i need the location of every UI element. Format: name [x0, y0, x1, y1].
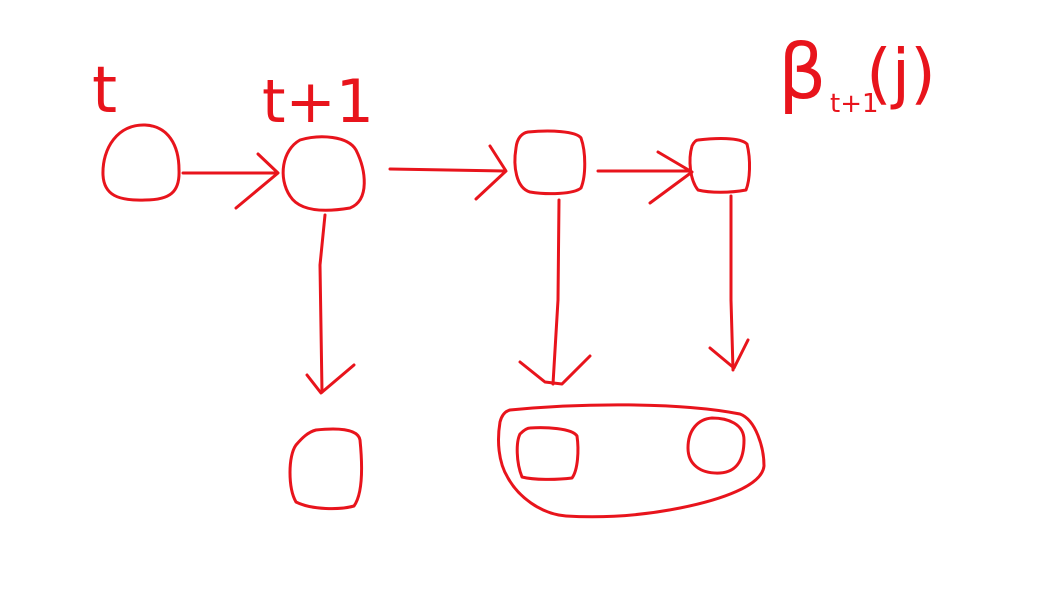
- node-t: [101, 123, 181, 202]
- transition-arrow-1: [181, 152, 280, 210]
- node-t-plus-1: [281, 135, 366, 212]
- beta-argument: (j): [866, 35, 936, 112]
- beta-symbol: β: [778, 27, 827, 116]
- obs-node-t-plus-1: [288, 427, 364, 511]
- label-t-plus-1: t+1: [262, 67, 374, 137]
- obs-node-3: [515, 426, 580, 481]
- transition-arrow-2: [388, 144, 508, 201]
- label-t: t: [92, 54, 117, 128]
- transition-arrow-3: [596, 150, 694, 205]
- beta-label: β t+1 (j): [778, 27, 936, 119]
- observation-group-outline: [497, 403, 766, 519]
- emission-arrow-3: [708, 194, 750, 372]
- emission-arrow-2: [518, 198, 592, 386]
- emission-arrow-1: [305, 213, 356, 395]
- obs-node-4: [686, 416, 746, 475]
- node-4: [688, 137, 751, 194]
- node-3: [513, 129, 587, 196]
- beta-subscript: t+1: [830, 89, 879, 119]
